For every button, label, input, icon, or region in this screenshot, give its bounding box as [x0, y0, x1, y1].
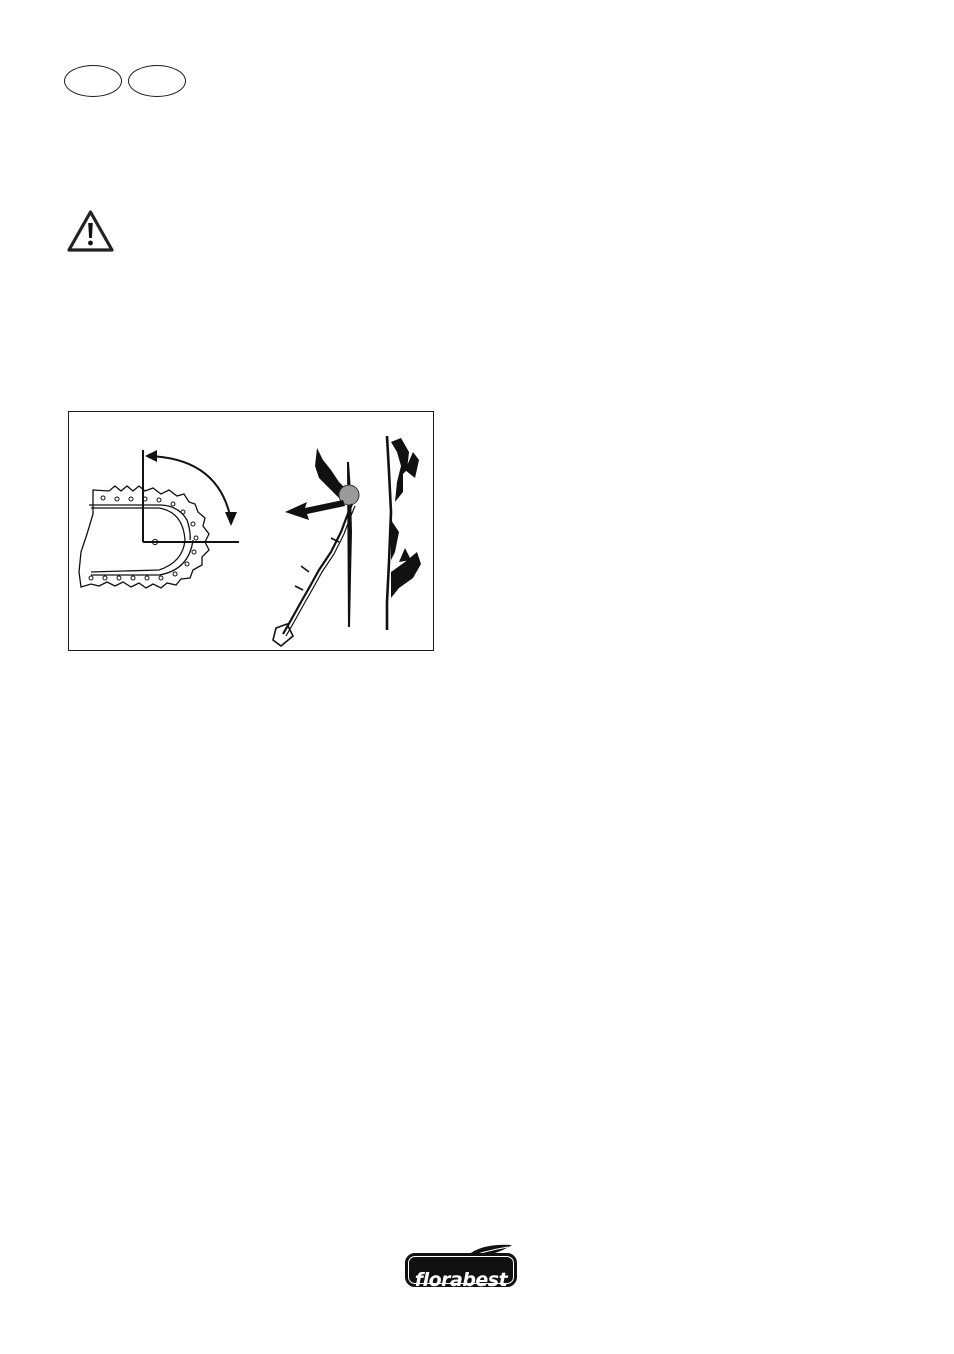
brand-wordmark: florabest [414, 1269, 508, 1291]
language-badge-right [128, 65, 186, 97]
kickback-illustration [68, 411, 434, 651]
saw-chain-bar-tip [78, 485, 210, 589]
branch-and-pole-saw [272, 435, 421, 648]
warning-triangle-icon [66, 209, 115, 253]
kickback-arc-arrowheads [145, 450, 237, 526]
kickback-angle-lines [142, 450, 239, 543]
florabest-logo: florabest [402, 1243, 520, 1291]
chain-rivets [88, 495, 199, 581]
brand-badge: florabest [405, 1253, 517, 1291]
language-badge-left [64, 65, 122, 97]
